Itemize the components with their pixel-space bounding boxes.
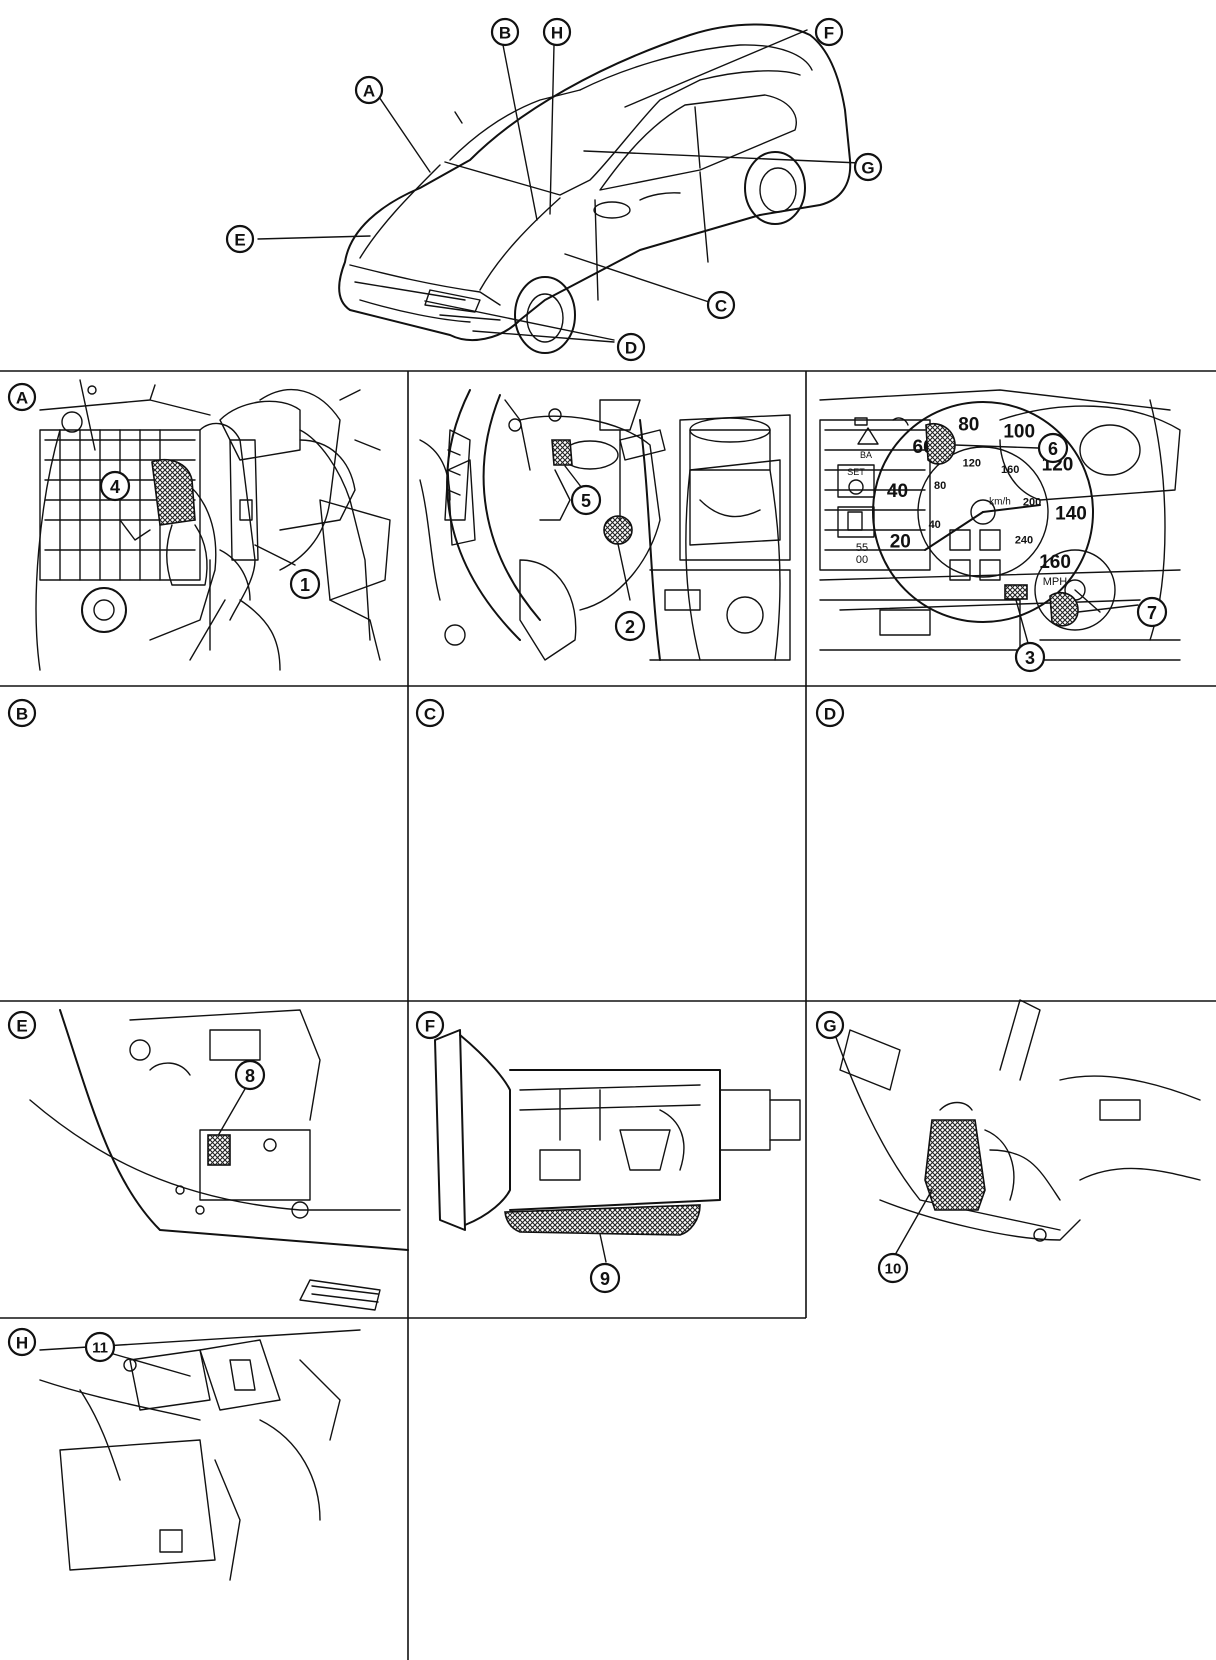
mph-tick-80: 80 — [958, 415, 979, 436]
panel-letter-h: H — [7, 1327, 37, 1357]
svg-text:H: H — [16, 1334, 28, 1353]
svg-text:C: C — [715, 297, 727, 316]
svg-text:2: 2 — [625, 617, 635, 637]
grid-frame — [0, 370, 1216, 1660]
svg-text:3: 3 — [1025, 648, 1035, 668]
panel-letter-e: E — [7, 1010, 37, 1040]
part-callout-6: 6 — [1037, 432, 1069, 464]
overview-letter-c: C — [706, 290, 736, 320]
svg-text:E: E — [16, 1017, 27, 1036]
svg-text:E: E — [234, 231, 245, 250]
part-callout-10: 10 — [877, 1252, 909, 1284]
warning-triangle-icon — [857, 427, 879, 445]
panel-d-front-bumper — [819, 389, 1181, 661]
fuel-icon — [847, 511, 863, 531]
part-callout-7: 7 — [1136, 596, 1168, 628]
part-callout-11: 11 — [84, 1331, 116, 1363]
mph-unit: MPH — [1043, 576, 1068, 588]
panel-letter-c: C — [415, 698, 445, 728]
panel-c-pedal-area — [419, 399, 781, 661]
warning-label: BA — [860, 450, 872, 460]
overview-letter-f: F — [814, 17, 844, 47]
svg-text:G: G — [861, 159, 874, 178]
oil-lamp-icon — [892, 417, 909, 426]
part-callout-1: 1 — [289, 568, 321, 600]
svg-text:7: 7 — [1147, 603, 1157, 623]
panel-letter-b: B — [7, 698, 37, 728]
overview-letter-badges: A B H F G E C D — [225, 17, 883, 362]
panel-f-transmission — [434, 1029, 801, 1263]
kmh-tick-40: 40 — [929, 519, 941, 531]
mph-tick-160: 160 — [1039, 552, 1071, 573]
part-callout-3: 3 — [1014, 641, 1046, 673]
part-callout-4: 4 — [99, 470, 131, 502]
odo-line-a: 55 — [856, 542, 868, 554]
svg-text:10: 10 — [885, 1261, 902, 1278]
svg-text:F: F — [824, 24, 834, 43]
svg-text:4: 4 — [110, 477, 120, 497]
svg-text:G: G — [823, 1017, 836, 1036]
mph-tick-20: 20 — [890, 532, 911, 553]
panel-e-wiper-area — [29, 1009, 409, 1311]
overview-leaders — [257, 29, 861, 343]
overview-letter-a: A — [354, 75, 384, 105]
kmh-tick-120: 120 — [963, 457, 981, 469]
svg-text:D: D — [824, 705, 836, 724]
svg-text:A: A — [363, 82, 375, 101]
svg-text:B: B — [499, 24, 511, 43]
set-indicator-label: SET — [847, 467, 865, 477]
svg-text:A: A — [16, 389, 28, 408]
svg-text:8: 8 — [245, 1066, 255, 1086]
overview-letter-d: D — [616, 332, 646, 362]
mph-tick-100: 100 — [1003, 421, 1035, 442]
panel-letter-g: G — [815, 1010, 845, 1040]
overview-letter-e: E — [225, 224, 255, 254]
svg-text:F: F — [425, 1017, 435, 1036]
panel-b-brake-area — [35, 379, 391, 671]
svg-text:11: 11 — [92, 1340, 108, 1357]
svg-text:5: 5 — [581, 491, 591, 511]
panel-h-pedal-bracket — [39, 1329, 361, 1581]
kmh-tick-200: 200 — [1023, 497, 1041, 509]
speedometer-kmh-scale: 40 80 120 160 200 240 — [929, 457, 1042, 546]
overview-letter-g: G — [853, 152, 883, 182]
part-callout-5: 5 — [570, 484, 602, 516]
indicator-lamp-icon — [854, 417, 868, 426]
part-callout-9: 9 — [589, 1262, 621, 1294]
overview-car — [338, 23, 852, 354]
svg-text:6: 6 — [1048, 439, 1058, 459]
panel-g-shifter — [829, 999, 1201, 1256]
svg-text:1: 1 — [300, 575, 310, 595]
part-callout-8: 8 — [234, 1059, 266, 1091]
svg-text:B: B — [16, 705, 28, 724]
mph-tick-140: 140 — [1055, 504, 1087, 525]
svg-text:C: C — [424, 705, 436, 724]
panel-letter-a: A — [7, 382, 37, 412]
odo-line-b: 00 — [856, 554, 868, 566]
svg-text:D: D — [625, 339, 637, 358]
kmh-tick-80: 80 — [934, 480, 946, 492]
panel-letter-d: D — [815, 698, 845, 728]
panel-badges: A 1 2 3B 4C 5D 6 7E 8 F 9 G 10H 11 — [7, 382, 1168, 1363]
svg-text:9: 9 — [600, 1269, 610, 1289]
kmh-tick-240: 240 — [1015, 535, 1033, 547]
panel-letter-f: F — [415, 1010, 445, 1040]
overview-letter-h: H — [542, 17, 572, 47]
svg-text:H: H — [551, 24, 563, 43]
overview-letter-b: B — [490, 17, 520, 47]
part-callout-2: 2 — [614, 610, 646, 642]
mph-tick-40: 40 — [887, 481, 908, 502]
kmh-tick-160: 160 — [1001, 464, 1019, 476]
kmh-unit: km/h — [989, 497, 1011, 508]
panel-a2-steering-area — [419, 389, 791, 661]
